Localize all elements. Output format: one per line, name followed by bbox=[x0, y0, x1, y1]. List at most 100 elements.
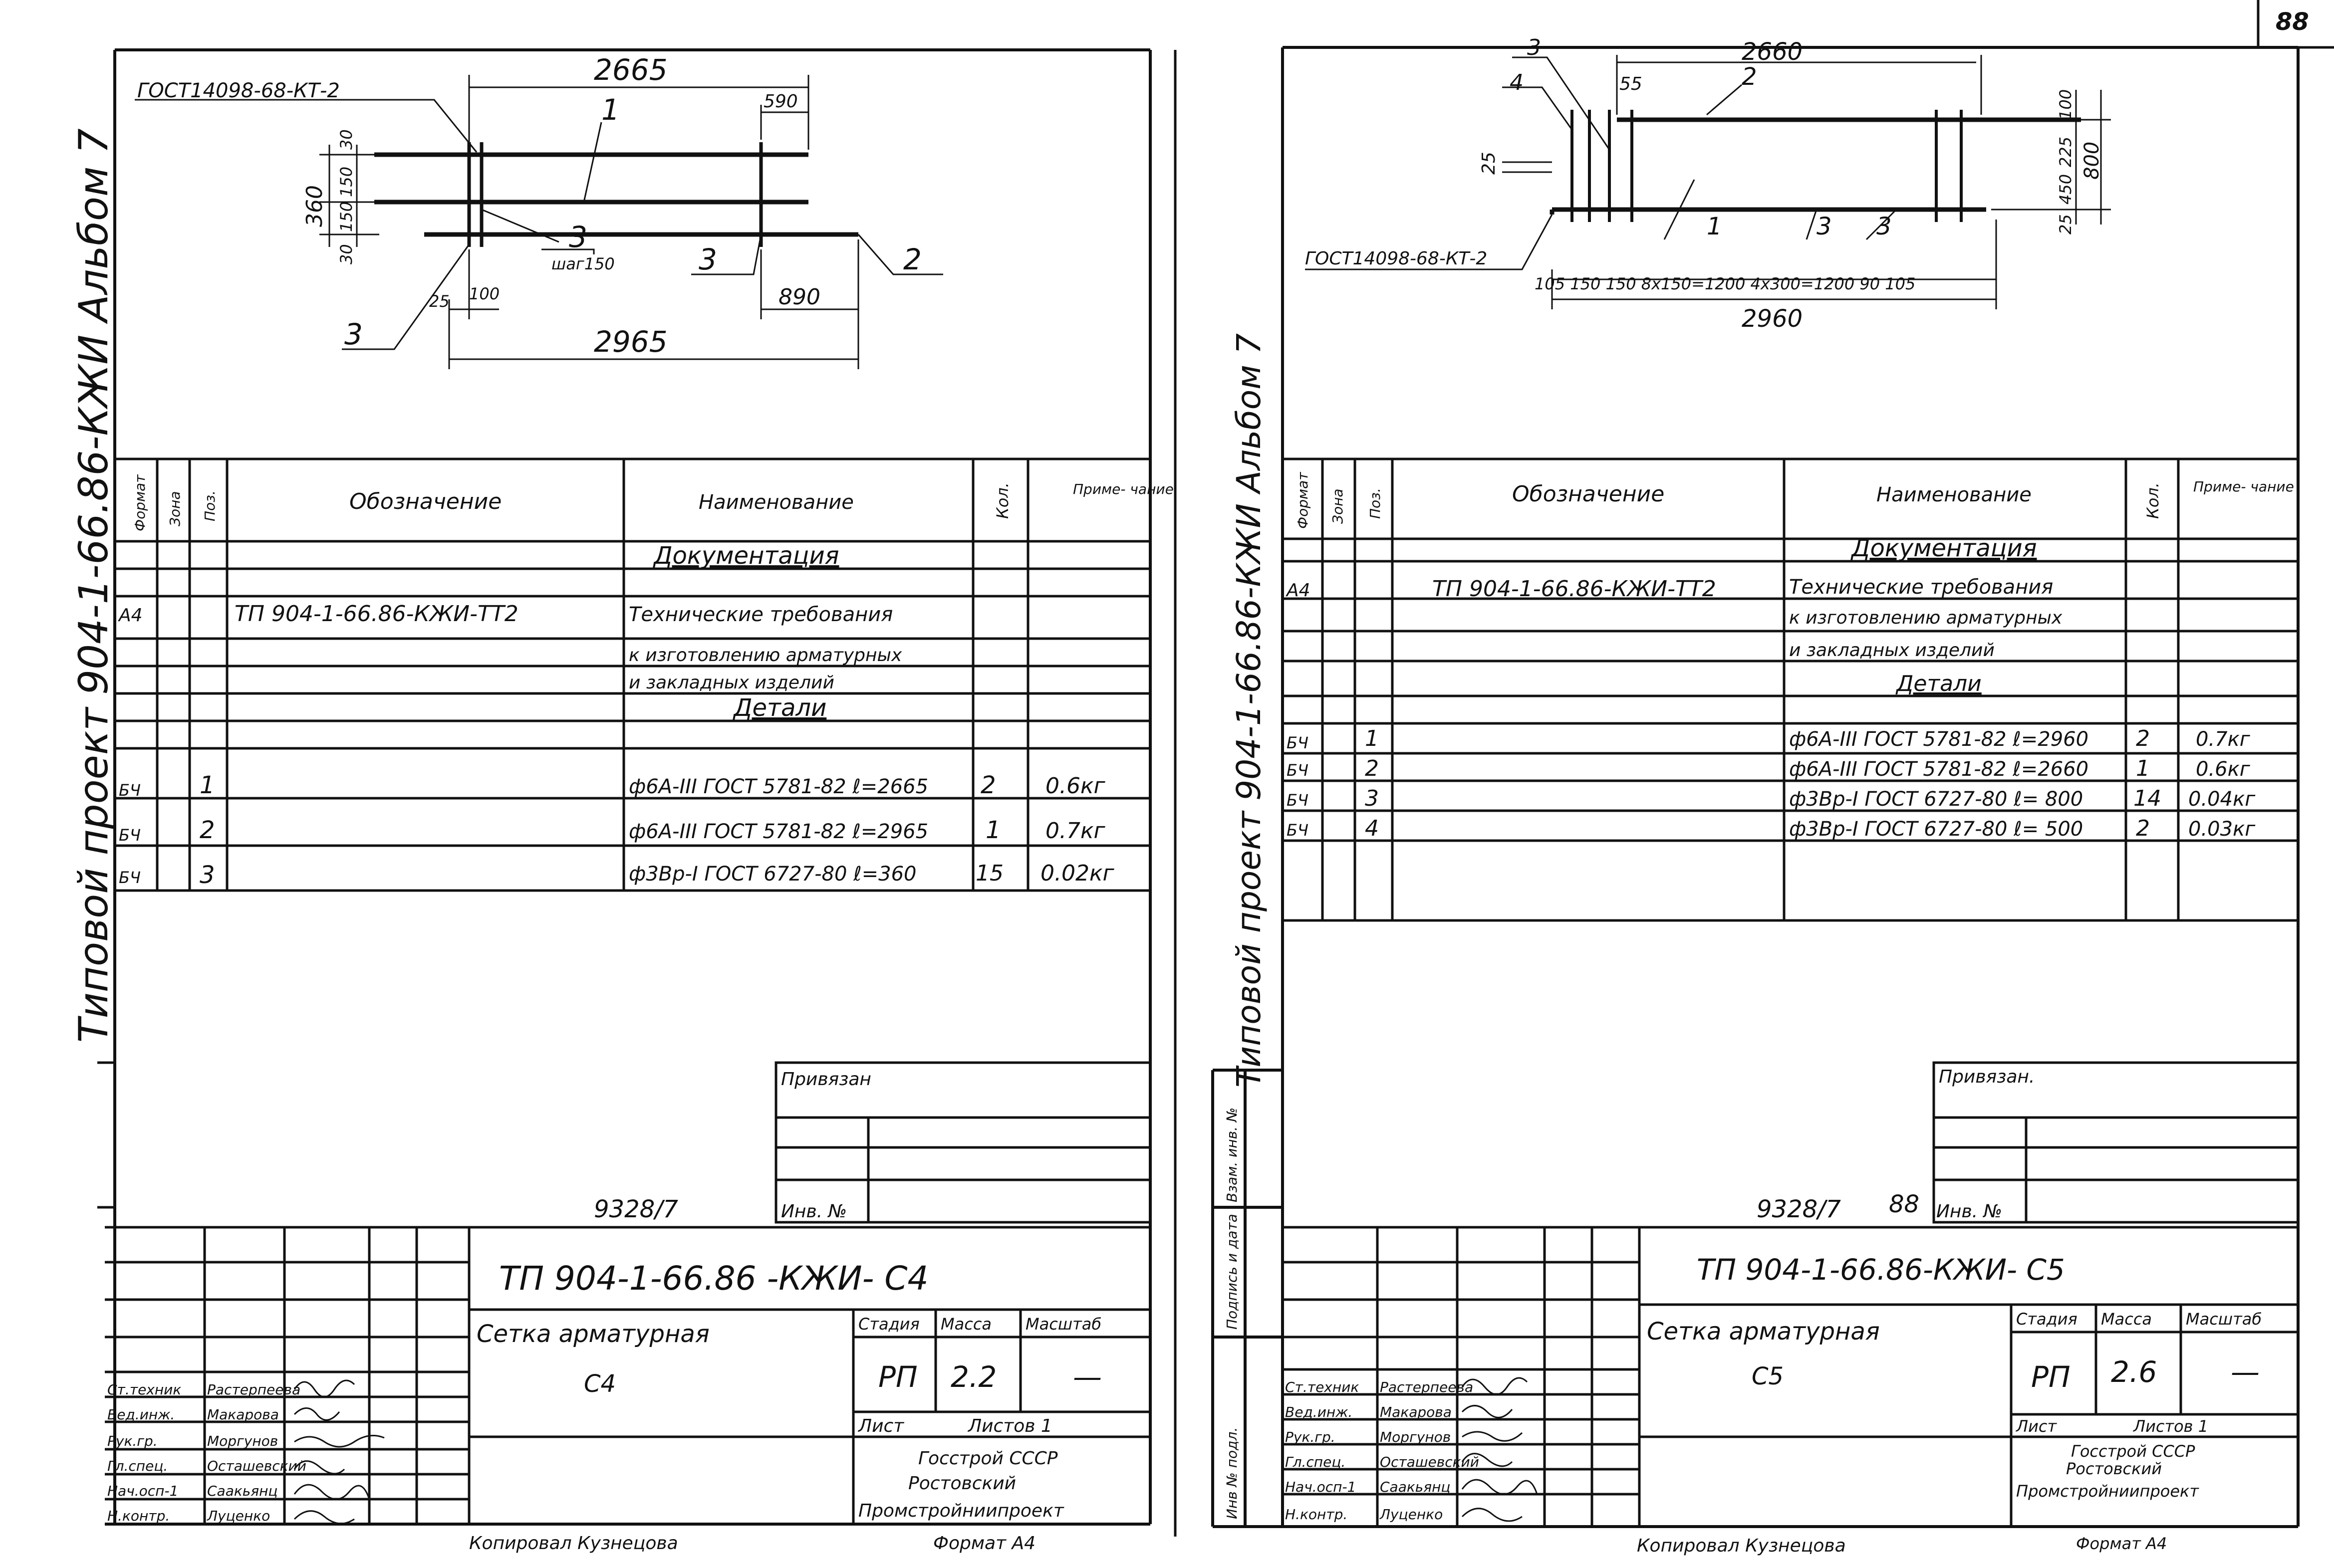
svg-text:Масштаб: Масштаб bbox=[1026, 1315, 1101, 1334]
svg-text:А4: А4 bbox=[1286, 580, 1310, 601]
svg-text:Осташевский: Осташевский bbox=[207, 1458, 306, 1474]
left-rebar-drawing bbox=[135, 75, 943, 369]
right-format-note: Формат А4 bbox=[2076, 1534, 2167, 1553]
svg-text:15: 15 bbox=[976, 861, 1004, 886]
left-privyazan-box bbox=[775, 1061, 1152, 1224]
svg-text:Листов 1: Листов 1 bbox=[2133, 1417, 2208, 1436]
svg-text:БЧ: БЧ bbox=[1287, 733, 1308, 752]
svg-text:1: 1 bbox=[200, 771, 215, 799]
svg-text:ф3Вр-I ГОСТ 6727-80 ℓ= 500: ф3Вр-I ГОСТ 6727-80 ℓ= 500 bbox=[1789, 818, 2083, 841]
right-spec-rows: Документация А4 ТП 904-1-66.86-КЖИ-ТТ2 Т… bbox=[1286, 534, 2256, 841]
svg-text:3: 3 bbox=[200, 861, 215, 889]
svg-text:Промстройниипроект: Промстройниипроект bbox=[858, 1501, 1064, 1521]
svg-text:Стадия: Стадия bbox=[2016, 1310, 2077, 1329]
left-drawing-labels: ГОСТ14098-68-КТ-2 2665 590 1 2965 890 36… bbox=[137, 53, 922, 359]
svg-text:Растерпеева: Растерпеева bbox=[207, 1381, 300, 1398]
svg-text:Вед.инж.: Вед.инж. bbox=[107, 1406, 175, 1423]
svg-text:3: 3 bbox=[1876, 213, 1892, 240]
right-archive-no: 9328/7 bbox=[1757, 1195, 1841, 1223]
svg-text:1: 1 bbox=[1707, 213, 1722, 240]
right-copied-note: Копировал Кузнецова bbox=[1637, 1536, 1846, 1556]
svg-text:Масса: Масса bbox=[2101, 1310, 2152, 1329]
svg-text:Ст.техник: Ст.техник bbox=[107, 1381, 181, 1398]
svg-text:2: 2 bbox=[1365, 756, 1379, 781]
svg-text:450: 450 bbox=[2056, 174, 2075, 205]
svg-text:Моргунов: Моргунов bbox=[1380, 1429, 1451, 1445]
section-details: Детали bbox=[733, 694, 826, 722]
svg-text:3: 3 bbox=[1365, 786, 1379, 811]
svg-text:3: 3 bbox=[569, 220, 587, 254]
svg-text:Технические требования: Технические требования bbox=[629, 603, 893, 626]
svg-text:Приме- чание: Приме- чание bbox=[2193, 478, 2294, 495]
svg-text:225: 225 bbox=[2056, 137, 2075, 167]
svg-text:100: 100 bbox=[469, 284, 500, 303]
left-title-line1: Сетка арматурная bbox=[477, 1320, 710, 1348]
svg-text:25: 25 bbox=[1479, 152, 1499, 175]
left-title-block bbox=[105, 1226, 1150, 1524]
svg-text:2965: 2965 bbox=[594, 325, 668, 359]
svg-text:Технические требования: Технические требования bbox=[1789, 576, 2053, 599]
section-details-right: Детали bbox=[1895, 671, 1982, 696]
svg-text:Масса: Масса bbox=[941, 1315, 992, 1334]
svg-text:БЧ: БЧ bbox=[119, 781, 141, 800]
svg-text:РП: РП bbox=[878, 1360, 918, 1394]
svg-text:4: 4 bbox=[1365, 816, 1379, 841]
svg-text:14: 14 bbox=[2133, 786, 2161, 811]
svg-text:2660: 2660 bbox=[1742, 38, 1803, 66]
svg-text:Нач.осп-1: Нач.осп-1 bbox=[107, 1483, 178, 1499]
svg-text:Обозначение: Обозначение bbox=[349, 489, 502, 514]
svg-text:БЧ: БЧ bbox=[1287, 791, 1308, 810]
svg-text:2.6: 2.6 bbox=[2111, 1355, 2157, 1389]
right-title-line1: Сетка арматурная bbox=[1647, 1318, 1880, 1345]
svg-text:БЧ: БЧ bbox=[1287, 821, 1308, 840]
svg-text:Луценко: Луценко bbox=[1379, 1506, 1443, 1523]
svg-text:0.02кг: 0.02кг bbox=[1040, 861, 1115, 886]
svg-text:0.7кг: 0.7кг bbox=[1045, 818, 1106, 844]
svg-text:ф6А-III ГОСТ 5781-82 ℓ=2965: ф6А-III ГОСТ 5781-82 ℓ=2965 bbox=[629, 820, 928, 843]
svg-text:БЧ: БЧ bbox=[1287, 761, 1308, 780]
left-spec-table bbox=[115, 457, 1150, 892]
svg-text:1: 1 bbox=[2136, 756, 2150, 781]
svg-text:4: 4 bbox=[1510, 70, 1524, 95]
svg-text:ф3Вр-I ГОСТ 6727-80 ℓ= 800: ф3Вр-I ГОСТ 6727-80 ℓ= 800 bbox=[1789, 788, 2083, 811]
left-title-line2: С4 bbox=[584, 1370, 616, 1398]
svg-text:2: 2 bbox=[200, 816, 215, 844]
svg-text:360: 360 bbox=[302, 185, 327, 227]
left-archive-no: 9328/7 bbox=[594, 1195, 678, 1223]
svg-text:Поз.: Поз. bbox=[1367, 488, 1383, 519]
svg-text:Вед.инж.: Вед.инж. bbox=[1285, 1404, 1352, 1420]
left-format-note: Формат А4 bbox=[933, 1533, 1036, 1554]
svg-text:Моргунов: Моргунов bbox=[207, 1433, 278, 1449]
right-sheet-frame bbox=[1211, 46, 2300, 1528]
svg-text:Наименование: Наименование bbox=[699, 491, 854, 514]
svg-text:к изготовлению арматурных: к изготовлению арматурных bbox=[1789, 608, 2063, 628]
svg-text:Формат: Формат bbox=[132, 474, 148, 531]
svg-text:25: 25 bbox=[429, 292, 450, 311]
svg-text:25: 25 bbox=[2056, 214, 2075, 234]
svg-text:2665: 2665 bbox=[594, 53, 668, 87]
section-documentation: Документация bbox=[653, 542, 839, 570]
svg-text:ф6А-III ГОСТ 5781-82 ℓ=2960: ф6А-III ГОСТ 5781-82 ℓ=2960 bbox=[1789, 728, 2088, 751]
right-title-block-text: ТП 904-1-66.86-КЖИ- С5 Сетка арматурная … bbox=[1285, 1253, 2262, 1523]
svg-text:БЧ: БЧ bbox=[119, 868, 141, 887]
svg-text:ГОСТ14098-68-КТ-2: ГОСТ14098-68-КТ-2 bbox=[137, 79, 340, 102]
svg-text:Н.контр.: Н.контр. bbox=[107, 1508, 170, 1524]
svg-text:0.04кг: 0.04кг bbox=[2188, 788, 2256, 811]
svg-text:Поз.: Поз. bbox=[202, 490, 218, 521]
svg-text:—: — bbox=[2231, 1355, 2260, 1389]
svg-text:Саакьянц: Саакьянц bbox=[1380, 1479, 1451, 1495]
svg-text:ТП 904-1-66.86-КЖИ-ТТ2: ТП 904-1-66.86-КЖИ-ТТ2 bbox=[1432, 576, 1716, 602]
svg-text:2.2: 2.2 bbox=[951, 1360, 997, 1394]
svg-text:Промстройниипроект: Промстройниипроект bbox=[2016, 1482, 2199, 1501]
svg-text:1: 1 bbox=[601, 93, 620, 127]
left-signatures bbox=[293, 1379, 385, 1525]
svg-text:0.7кг: 0.7кг bbox=[2196, 728, 2251, 751]
svg-text:2: 2 bbox=[903, 242, 922, 276]
svg-text:Зона: Зона bbox=[1329, 488, 1346, 524]
svg-text:Госстрой СССР: Госстрой СССР bbox=[918, 1448, 1058, 1469]
svg-text:800: 800 bbox=[2080, 142, 2103, 180]
svg-text:Ростовский: Ростовский bbox=[2066, 1459, 2162, 1478]
svg-text:—: — bbox=[1073, 1360, 1102, 1394]
svg-text:30: 30 bbox=[337, 129, 356, 150]
svg-text:Н.контр.: Н.контр. bbox=[1285, 1506, 1347, 1523]
